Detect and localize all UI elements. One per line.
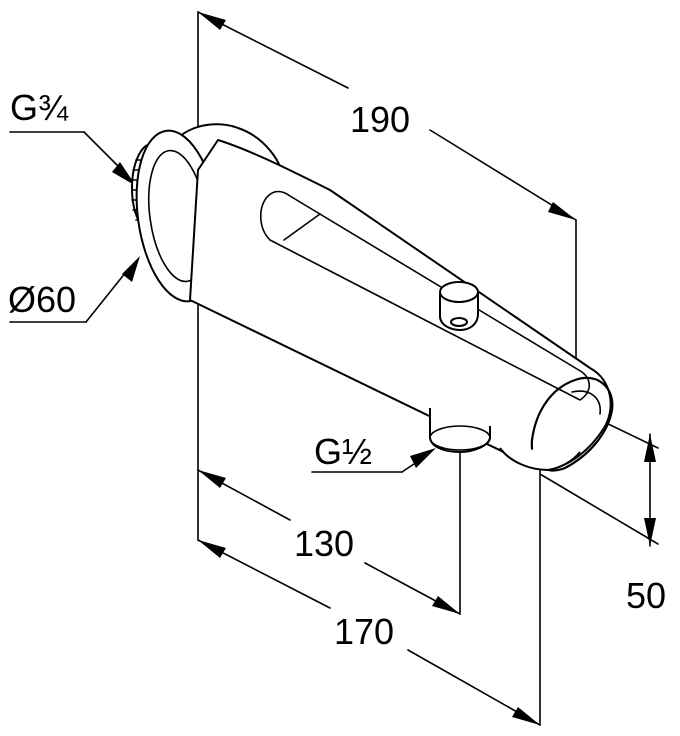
leader-g12 [311, 448, 436, 473]
bottom-outlet [429, 408, 581, 471]
dimension-190 [197, 11, 577, 221]
spout-drawing [131, 123, 614, 472]
leader-diameter [9, 256, 140, 323]
leader-g34 [9, 131, 136, 186]
diverter-knob [439, 281, 479, 331]
dimension-50 [644, 433, 656, 547]
label-170: 170 [334, 611, 394, 652]
label-190: 190 [350, 99, 410, 140]
label-130: 130 [294, 523, 354, 564]
label-g12: G½ [314, 431, 372, 472]
dimension-130 [197, 469, 461, 615]
extension-lines [197, 11, 659, 726]
spout-body [189, 139, 614, 472]
label-diameter-60: Ø60 [8, 279, 76, 320]
label-g34: G¾ [10, 87, 69, 128]
label-50: 50 [626, 575, 666, 616]
dimension-170 [197, 539, 541, 726]
labels: 190 130 170 50 G¾ G½ Ø60 [8, 87, 666, 652]
